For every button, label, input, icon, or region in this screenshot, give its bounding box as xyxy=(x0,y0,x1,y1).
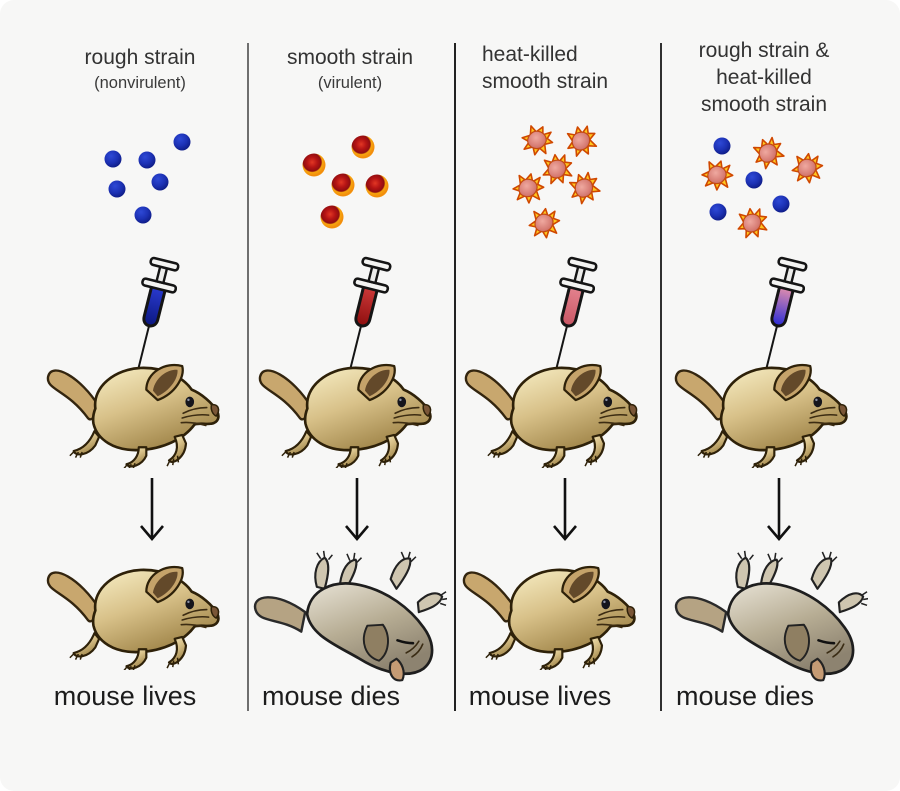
bacteria-rough-cell-icon xyxy=(151,173,169,191)
column-divider xyxy=(454,43,456,711)
column-header-rough-and-heat-killed: rough strain & heat-killed smooth strain xyxy=(660,37,868,118)
mouse-dead-illustration xyxy=(663,548,869,684)
mouse-alive-illustration xyxy=(456,552,646,670)
column-divider xyxy=(660,43,662,711)
bacteria-rough-cell-icon xyxy=(713,137,731,155)
bacteria-rough-cell-icon xyxy=(772,195,790,213)
syringe-icon xyxy=(764,256,808,372)
mouse-alive-illustration xyxy=(40,552,230,670)
bacteria-heat-killed-star-icon xyxy=(697,155,737,195)
bacteria-rough-cell-icon xyxy=(108,180,126,198)
arrow-down-icon xyxy=(137,476,167,546)
bacteria-smooth-cell-icon xyxy=(302,153,326,177)
bacteria-heat-killed-star-icon xyxy=(509,169,547,207)
column-divider xyxy=(247,43,249,711)
bacteria-smooth-cell-icon xyxy=(320,205,344,229)
bacteria-heat-killed-star-icon xyxy=(747,132,789,174)
result-label: mouse dies xyxy=(675,681,815,711)
bacteria-rough-cell-icon xyxy=(173,133,191,151)
bacteria-heat-killed-star-icon xyxy=(734,205,770,241)
header-title: rough strain xyxy=(84,46,196,69)
header-title: heat-killed xyxy=(482,43,578,66)
arrow-down-icon xyxy=(342,476,372,546)
syringe-icon xyxy=(136,256,180,372)
bacteria-smooth-cell-icon xyxy=(351,135,375,159)
result-label: mouse lives xyxy=(53,681,197,711)
header-title: heat-killed xyxy=(716,66,812,89)
header-title: smooth strain xyxy=(700,93,828,116)
header-title: rough strain & xyxy=(698,39,830,62)
header-title: smooth strain xyxy=(482,70,609,93)
header-subtitle: (nonvirulent) xyxy=(94,74,186,92)
column-header-rough-strain: rough strain (nonvirulent) xyxy=(30,44,250,95)
mouse-dead-illustration xyxy=(242,548,448,684)
bacteria-heat-killed-star-icon xyxy=(563,167,605,209)
header-title: smooth strain xyxy=(286,46,414,69)
column-header-smooth-strain: smooth strain (virulent) xyxy=(240,44,460,95)
bacteria-rough-cell-icon xyxy=(745,171,763,189)
syringe-icon xyxy=(348,256,392,372)
bacteria-heat-killed-star-icon xyxy=(562,122,601,161)
bacteria-heat-killed-star-icon xyxy=(789,150,824,185)
result-label: mouse dies xyxy=(261,681,401,711)
column-header-heat-killed-smooth-strain: heat-killed smooth strain xyxy=(482,41,657,95)
bacteria-smooth-cell-icon xyxy=(331,173,355,197)
bacteria-rough-cell-icon xyxy=(709,203,727,221)
syringe-icon xyxy=(554,256,598,372)
bacteria-heat-killed-star-icon xyxy=(539,151,575,187)
mouse-alive-illustration xyxy=(668,350,858,468)
result-label: mouse lives xyxy=(468,681,612,711)
header-subtitle: (virulent) xyxy=(317,74,383,92)
mouse-alive-illustration xyxy=(458,350,648,468)
bacteria-smooth-cell-icon xyxy=(365,174,389,198)
mouse-alive-illustration xyxy=(40,350,230,468)
bacteria-rough-cell-icon xyxy=(134,206,152,224)
bacteria-rough-cell-icon xyxy=(138,151,156,169)
arrow-down-icon xyxy=(550,476,580,546)
mouse-alive-illustration xyxy=(252,350,442,468)
bacteria-heat-killed-star-icon xyxy=(516,119,558,161)
arrow-down-icon xyxy=(764,476,794,546)
bacteria-rough-cell-icon xyxy=(104,150,122,168)
bacteria-heat-killed-star-icon xyxy=(526,205,561,240)
